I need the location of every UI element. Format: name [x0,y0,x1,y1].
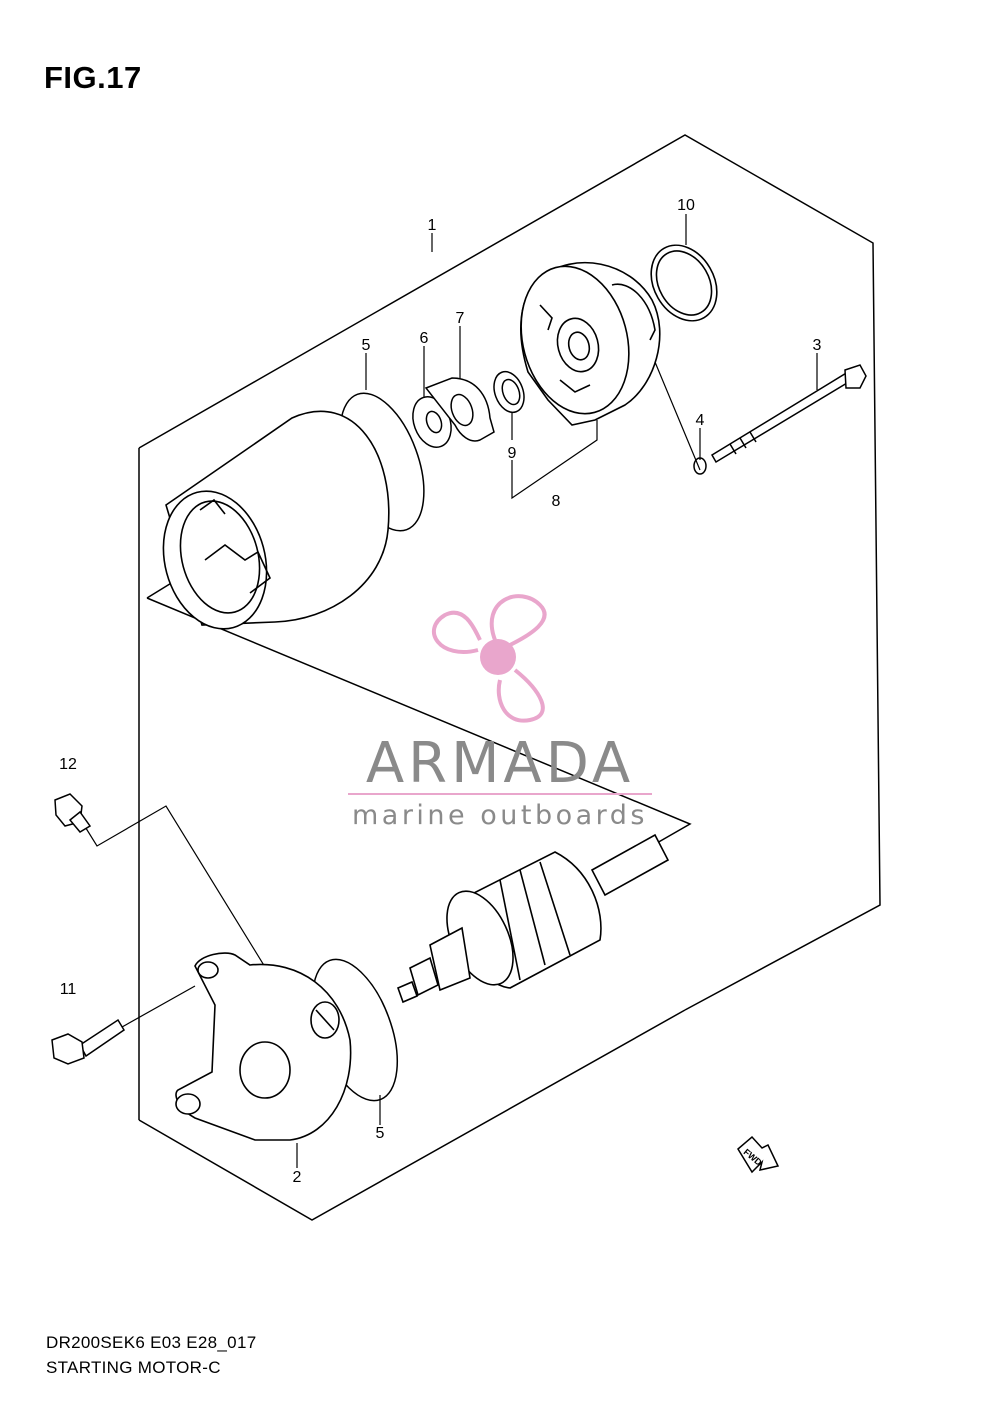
fwd-arrow-icon: FWD [737,1135,780,1174]
watermark-logo: ARMADA marine outboards [348,594,652,831]
bolt-11 [51,1018,126,1065]
armature [396,833,670,1004]
o-ring-10 [650,244,718,322]
callout-5-upper: 5 [362,337,371,354]
callout-10: 10 [677,197,695,214]
leader-lines [83,214,818,1168]
callout-11: 11 [60,981,77,998]
figure-title: FIG.17 [44,60,142,95]
oil-seal-9 [493,370,525,414]
through-bolt-3 [710,364,867,464]
callout-4: 4 [696,412,705,429]
callout-2: 2 [293,1169,302,1186]
yoke-housing [162,410,390,630]
callout-7: 7 [456,310,465,327]
callout-9: 9 [508,445,517,462]
lock-washer-4 [693,457,707,475]
figure-name: STARTING MOTOR-C [46,1358,221,1377]
propeller-icon [432,594,547,723]
callout-labels: 1 2 3 4 5 5 6 7 8 9 10 11 12 [59,197,821,1186]
callout-6: 6 [420,330,429,347]
callout-3: 3 [813,337,822,354]
callout-12: 12 [59,756,77,773]
plate-7 [424,377,495,442]
screw-12 [54,793,92,833]
end-cover-8 [520,261,661,426]
figure-code: DR200SEK6 E03 E28_017 [46,1333,257,1352]
watermark-name: ARMADA [366,731,634,796]
callout-5-lower: 5 [376,1125,385,1142]
watermark-tagline: marine outboards [352,800,648,831]
callout-1: 1 [428,217,437,234]
callout-8: 8 [552,493,561,510]
front-cover-2 [175,952,352,1141]
